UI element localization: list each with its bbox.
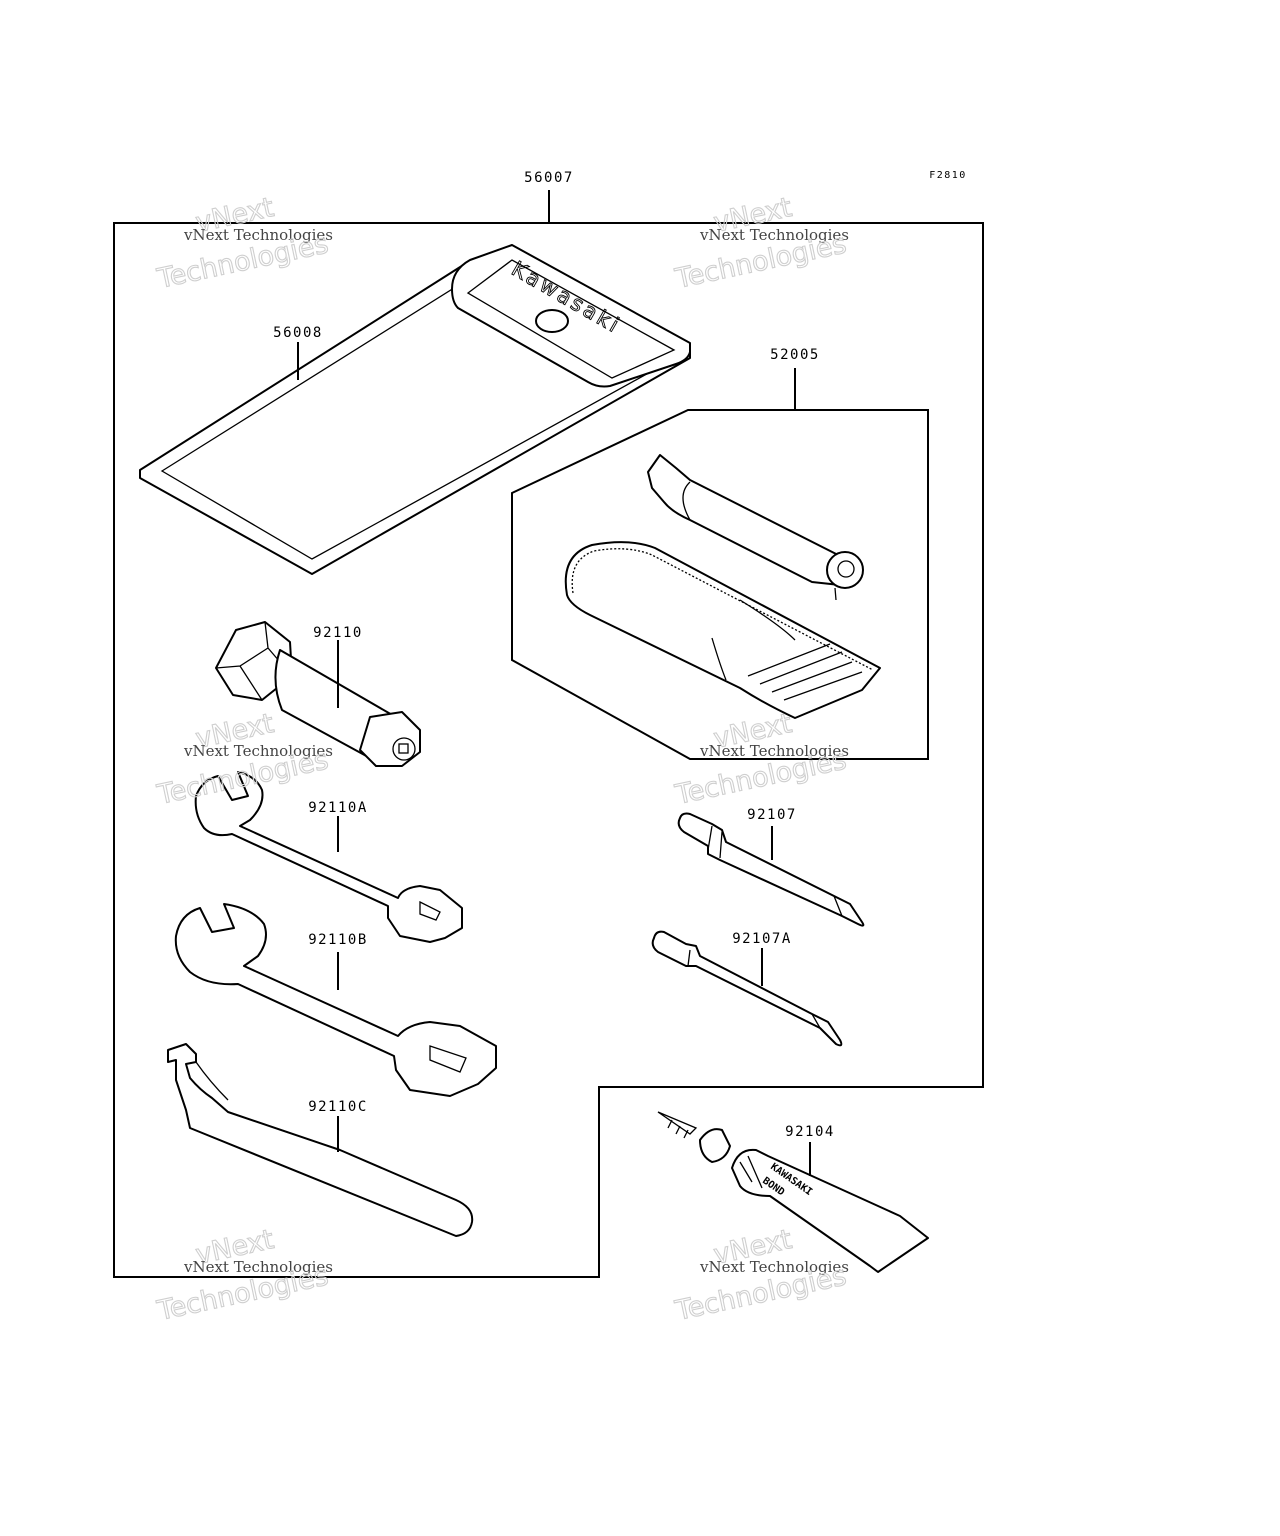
label-92110: 92110 [313,625,363,641]
label-92110C: 92110C [308,1099,368,1115]
tire-gauge-illustration [647,454,864,601]
repair-kit-boundary [511,409,929,760]
watermark-top-right: vNext vNext Technologies Technologies [671,192,849,296]
wrench-a-illustration [194,771,463,943]
svg-text:vNext Technologies: vNext Technologies [699,226,849,244]
label-92110A: 92110A [308,800,368,816]
tool-bag-illustration: Kawasaki [139,244,691,575]
svg-text:vNext Technologies: vNext Technologies [699,1258,849,1276]
watermark-bottom-left: vNext vNext Technologies Technologies [153,1224,333,1328]
label-56008: 56008 [273,325,323,341]
label-56007: 56007 [524,170,574,186]
watermark-top-left: vNext vNext Technologies Technologies [153,192,333,296]
label-92107A: 92107A [732,931,792,947]
label-92104: 92104 [785,1124,835,1140]
screwdriver-illustration [677,812,865,927]
svg-text:vNext Technologies: vNext Technologies [183,226,333,244]
wrench-c-illustration [167,1043,474,1237]
watermark-bottom-right: vNext vNext Technologies Technologies [671,1224,849,1328]
tool-kit-boundary [113,222,984,1278]
label-92107: 92107 [747,807,797,823]
svg-text:vNext Technologies: vNext Technologies [699,742,849,760]
label-52005: 52005 [770,347,820,363]
screwdriver-a-illustration [651,930,843,1047]
watermark-middle-left: vNext vNext Technologies Technologies [153,708,333,812]
bond-tube-illustration: KAWASAKI BOND [657,1111,929,1273]
label-92110B: 92110B [308,932,368,948]
svg-text:vNext Technologies: vNext Technologies [183,742,333,760]
plug-wrench-illustration [215,621,421,767]
patch-pouch-illustration [564,541,881,719]
wrench-b-illustration [174,903,497,1097]
figure-code: F2810 [929,170,967,181]
svg-text:vNext Technologies: vNext Technologies [183,1258,333,1276]
